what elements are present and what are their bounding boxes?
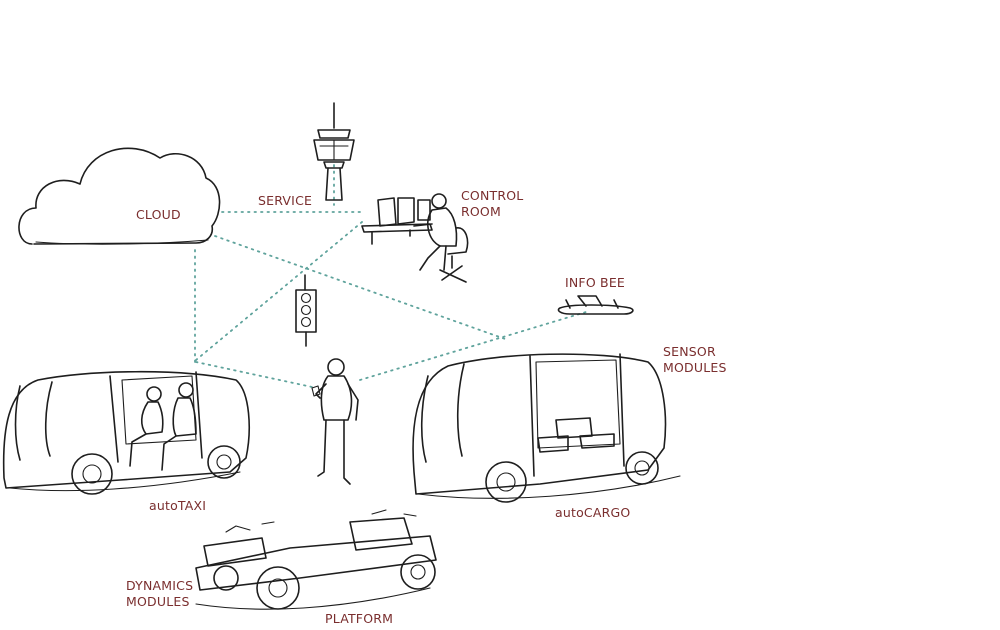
cloud-icon <box>18 147 221 245</box>
label-control-room-line2: ROOM <box>461 204 501 219</box>
autotaxi-vehicle-icon <box>2 370 250 495</box>
pedestrian-icon <box>311 358 359 485</box>
link-control-room-autotaxi <box>195 221 363 361</box>
drone-icon <box>557 295 634 315</box>
label-dynamics-modules-line2: MODULES <box>126 594 190 609</box>
control-tower-icon <box>313 102 355 201</box>
autocargo-vehicle-icon <box>412 353 681 503</box>
link-cloud-autocargo <box>214 235 509 341</box>
label-dynamics-modules-line1: DYNAMICS <box>126 578 194 593</box>
operator-workstation-icon <box>361 193 469 283</box>
traffic-light-icon <box>295 274 317 347</box>
label-autocargo: autoCARGO <box>555 505 631 520</box>
label-platform: PLATFORM <box>325 611 394 626</box>
link-autotaxi-pedestrian <box>195 361 313 388</box>
link-pedestrian-autocargo <box>359 311 587 381</box>
label-cloud: CLOUD <box>136 207 181 222</box>
label-sensor-modules-line1: SENSOR <box>663 344 716 359</box>
label-autotaxi: autoTAXI <box>149 498 207 513</box>
connection-lines <box>194 164 587 388</box>
label-service: SERVICE <box>258 193 313 208</box>
platform-chassis-icon <box>195 509 437 610</box>
label-info-bee: INFO BEE <box>565 275 626 290</box>
label-sensor-modules-line2: MODULES <box>663 360 727 375</box>
label-control-room-line1: CONTROL <box>461 188 524 203</box>
